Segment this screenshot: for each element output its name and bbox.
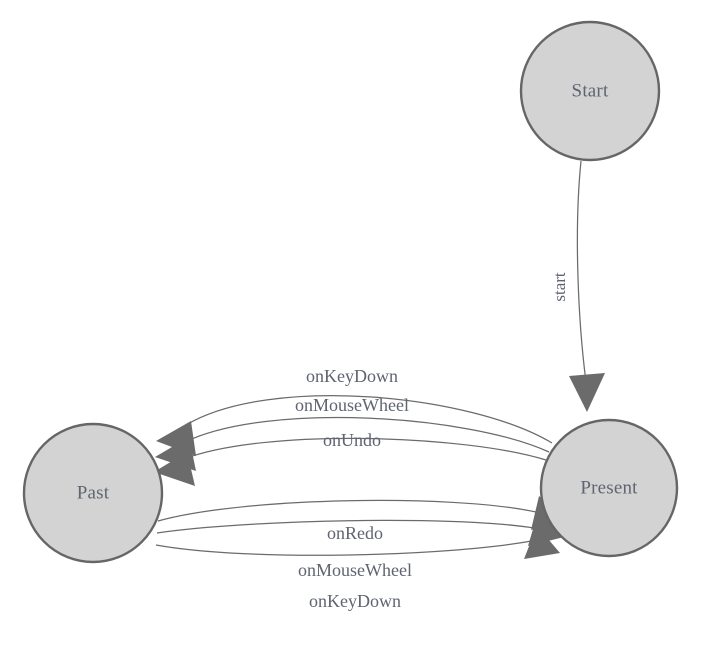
edge-path-present-to-past-3 [183,437,547,461]
edge-path-present-to-past-2 [184,416,550,453]
edge-path-past-to-present-1 [157,499,537,522]
edge-path-past-to-present-2 [156,519,535,534]
edge-label-present-to-past-1: onKeyDown [306,366,398,386]
edge-past-to-present-onkeydown[interactable]: onKeyDown [155,526,560,611]
edge-label-past-to-present-1: onRedo [327,523,383,543]
edge-path-start-to-present [576,160,587,383]
edge-start-to-present[interactable]: start [550,160,605,412]
node-present-label: Present [580,477,638,498]
node-start[interactable]: Start [519,20,661,162]
edge-present-to-past-onundo[interactable]: onUndo [154,430,547,486]
node-start-circle [519,20,661,162]
node-past-circle [22,422,164,564]
edge-label-present-to-past-3: onUndo [323,430,381,450]
node-past[interactable]: Past [22,422,164,564]
edge-label-past-to-present-3: onKeyDown [309,591,401,611]
edge-path-past-to-present-3 [155,540,532,556]
edge-label-start: start [550,272,569,302]
edge-label-present-to-past-2: onMouseWheel [295,395,409,415]
edge-path-present-to-past-1 [185,394,553,444]
arrowhead-start-to-present [569,373,605,412]
arrowhead-present-to-past-3 [154,452,195,486]
edge-label-past-to-present-2: onMouseWheel [298,560,412,580]
node-present[interactable]: Present [539,418,679,558]
node-past-label: Past [77,482,110,503]
arrowhead-past-to-present-3 [524,526,560,559]
edge-past-to-present-onredo[interactable]: onRedo [157,496,566,543]
node-present-circle [539,418,679,558]
node-start-label: Start [572,80,609,101]
